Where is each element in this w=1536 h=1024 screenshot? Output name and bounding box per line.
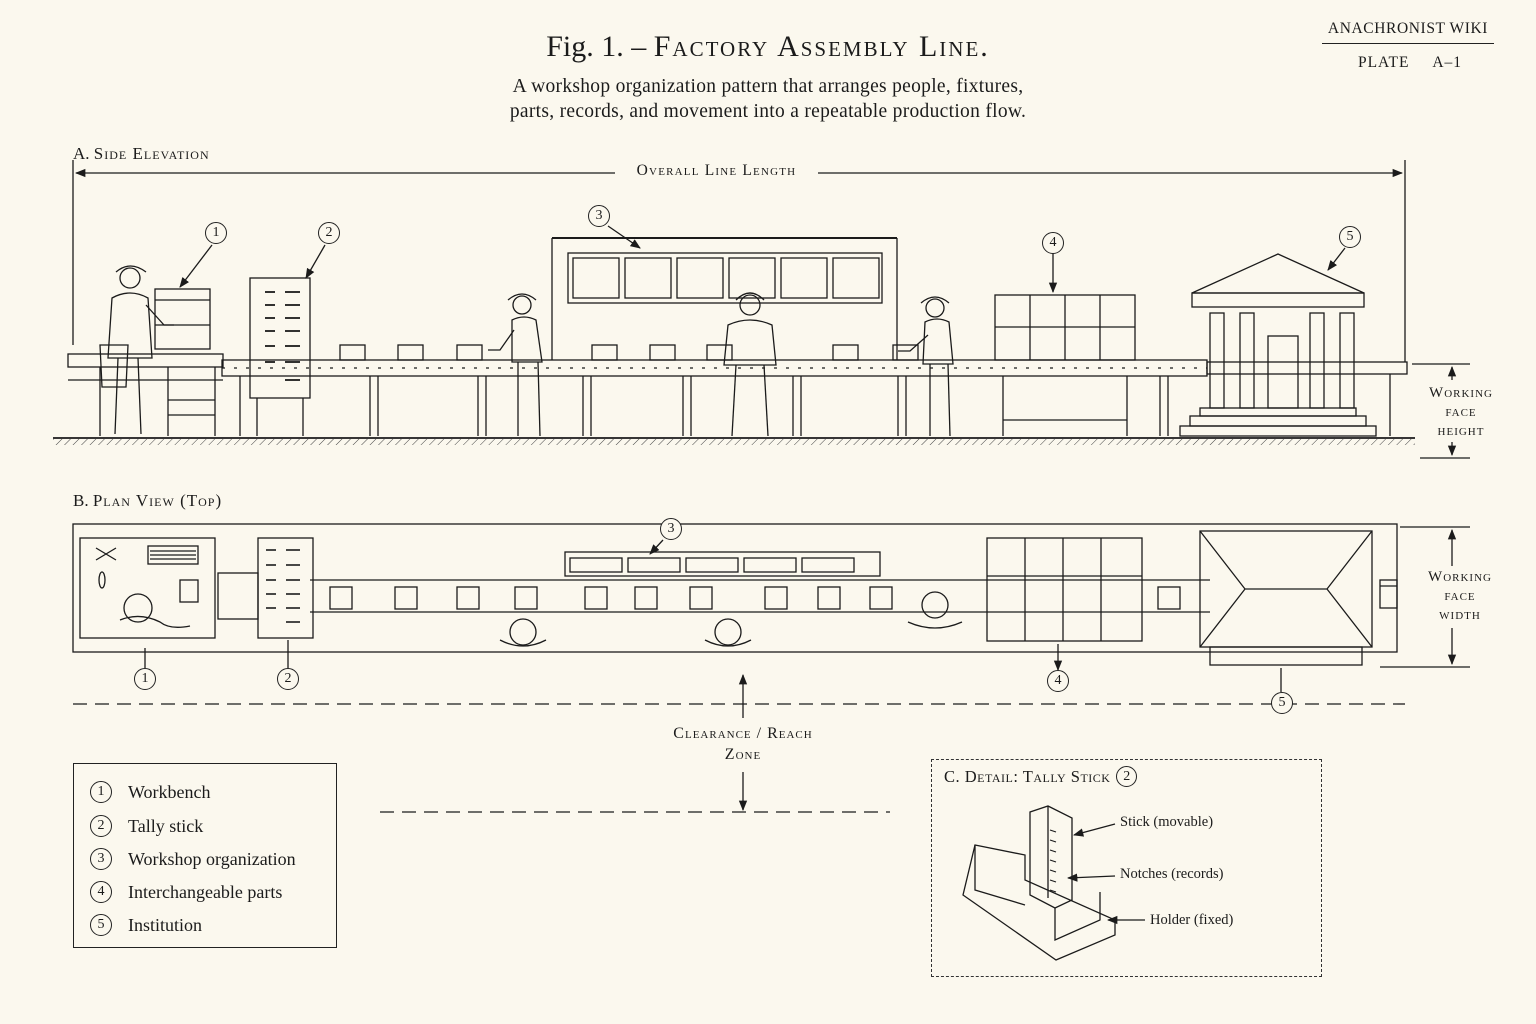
tally-stick-detail-drawing: [962, 805, 1145, 961]
callout-4-plan: 4: [1047, 670, 1069, 692]
width-label-line-1: Working: [1428, 569, 1492, 585]
callout-3-elevation: 3: [588, 205, 610, 227]
clearance-label-line-2: Zone: [724, 746, 762, 763]
callout-4-elevation: 4: [1042, 232, 1064, 254]
legend-label: Tally stick: [128, 815, 204, 836]
legend-item: 4 Interchangeable parts: [90, 879, 282, 905]
section-a-title: Side Elevation: [93, 144, 210, 163]
callout-notches: Notches (records): [1120, 866, 1224, 882]
legend-item: 5 Institution: [90, 912, 202, 938]
section-a-heading: A. Side Elevation: [73, 144, 210, 164]
tally-board-elevation: [249, 277, 311, 436]
legend-number: 3: [90, 848, 112, 870]
conveyor-plan-parts: [329, 586, 1181, 610]
callout-stick: Stick (movable): [1120, 814, 1214, 830]
elevation-callout-leaders: [179, 225, 1346, 294]
callout-1-elevation: 1: [205, 222, 227, 244]
section-b-heading: B. Plan View (Top): [73, 491, 222, 511]
parts-rack-elevation: [994, 294, 1136, 436]
detail-title-number: 2: [1116, 766, 1138, 787]
legend-label: Workshop organization: [128, 848, 296, 869]
legend-item: 3 Workshop organization: [90, 846, 296, 872]
worker-figure-1: [99, 265, 174, 435]
subtitle-line-1: A workshop organization pattern that arr…: [512, 76, 1024, 97]
clearance-label-line-1: Clearance / Reach: [673, 725, 813, 742]
brand-label: ANACHRONIST WIKI: [1322, 20, 1494, 44]
height-label-line-1: Working: [1429, 385, 1493, 401]
figure-number: Fig. 1. –: [546, 30, 647, 63]
institution-building-elevation: [1179, 253, 1377, 437]
worker-figure-3: [723, 292, 777, 437]
workbench-plan: [79, 537, 216, 639]
tally-board-plan: [257, 537, 314, 639]
callout-5-elevation: 5: [1339, 226, 1361, 248]
plan-frame: [72, 523, 1398, 653]
legend-label: Institution: [128, 914, 203, 935]
section-b-title: Plan View (Top): [92, 491, 223, 510]
plan-callout-leaders: [144, 539, 1282, 692]
working-face-height-label: Working face height: [1415, 384, 1507, 441]
callout-2-elevation: 2: [318, 222, 340, 244]
section-a-letter: A.: [73, 144, 90, 163]
callout-holder: Holder (fixed): [1150, 912, 1234, 928]
ground-line: [53, 437, 1415, 445]
conveyor-elevation: [221, 344, 1408, 436]
plate-number: A–1: [1432, 54, 1463, 71]
institution-building-plan: [1199, 530, 1373, 666]
width-dimension: [1380, 526, 1470, 668]
width-label-line-3: width: [1439, 607, 1481, 623]
legend-label: Interchangeable parts: [128, 881, 283, 902]
callout-3-plan: 3: [660, 518, 682, 540]
callout-2-plan: 2: [277, 668, 299, 690]
legend-box: 1 Workbench 2 Tally stick 3 Workshop org…: [73, 763, 337, 948]
width-label-line-2: face: [1444, 588, 1476, 604]
legend-item: 1 Workbench: [90, 779, 211, 805]
detail-box: [931, 759, 1322, 977]
organization-board-plan: [564, 551, 881, 577]
clearance-zone: [73, 673, 1405, 813]
detail-title: C. Detail: Tally Stick 2: [944, 766, 1138, 787]
workbench-elevation: [67, 288, 224, 436]
height-dimension: [1412, 363, 1470, 459]
overall-length-dimension: [72, 160, 1406, 362]
clearance-zone-label: Clearance / Reach Zone: [643, 723, 843, 765]
figure-title: Fig. 1. – Factory Assembly Line.: [0, 30, 1536, 64]
legend-item: 2 Tally stick: [90, 813, 203, 839]
legend-number: 2: [90, 815, 112, 837]
overall-length-label: Overall Line Length: [636, 162, 797, 179]
plate-word: PLATE: [1357, 54, 1410, 71]
legend-number: 4: [90, 881, 112, 903]
worker-figure-4: [898, 296, 954, 437]
organization-board-elevation: [551, 237, 898, 360]
worker-figure-2: [488, 293, 543, 437]
section-b-letter: B.: [73, 491, 89, 510]
parts-rack-plan: [986, 537, 1143, 642]
height-label-line-2: face: [1445, 404, 1477, 420]
working-face-width-label: Working face width: [1412, 568, 1508, 625]
worker-plan-figures: [499, 591, 963, 647]
legend-label: Workbench: [128, 781, 211, 802]
legend-number: 5: [90, 914, 112, 936]
height-label-line-3: height: [1437, 423, 1485, 439]
detail-title-text: C. Detail: Tally Stick: [944, 766, 1111, 786]
plate-label: PLATE A–1: [1330, 54, 1490, 72]
callout-5-plan: 5: [1271, 692, 1293, 714]
figure-title-main: Factory Assembly Line.: [653, 30, 990, 63]
callout-1-plan: 1: [134, 668, 156, 690]
legend-number: 1: [90, 781, 112, 803]
subtitle-line-2: parts, records, and movement into a repe…: [509, 101, 1027, 122]
